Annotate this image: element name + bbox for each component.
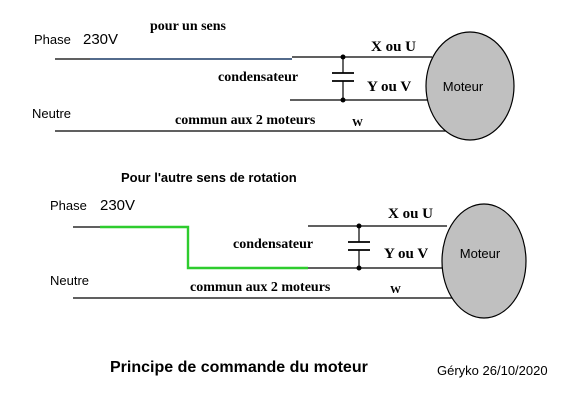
top-voltage-label: 230V bbox=[83, 31, 118, 48]
bottom-junction-dot-upper bbox=[356, 223, 362, 229]
bottom-junction-dot-lower bbox=[356, 265, 362, 271]
bottom-phase-wire-active bbox=[100, 225, 308, 270]
top-winding-x-label: X ou U bbox=[371, 39, 416, 55]
top-junction-dot-upper bbox=[340, 54, 346, 60]
bottom-winding-y-label: Y ou V bbox=[384, 246, 428, 262]
top-capacitor-label: condensateur bbox=[218, 70, 298, 85]
top-common-terminal-label: W bbox=[352, 117, 363, 129]
top-winding-y-label: Y ou V bbox=[367, 79, 411, 95]
top-neutral-label: Neutre bbox=[32, 106, 71, 121]
bottom-voltage-label: 230V bbox=[100, 197, 135, 214]
top-circuit: pour un sens Phase 230V Neutre X ou U Y … bbox=[32, 19, 515, 141]
footer-title: Principe de commande du moteur bbox=[110, 359, 368, 376]
bottom-capacitor-label: condensateur bbox=[233, 237, 313, 252]
bottom-neutral-label: Neutre bbox=[50, 273, 89, 288]
bottom-motor-label: Moteur bbox=[460, 246, 501, 261]
top-motor-label: Moteur bbox=[443, 79, 484, 94]
footer-signature: Géryko 26/10/2020 bbox=[437, 363, 548, 378]
top-junction-dot-lower bbox=[340, 97, 346, 103]
bottom-common-terminal-label: W bbox=[390, 284, 401, 296]
top-motor bbox=[425, 31, 515, 141]
bottom-winding-x-label: X ou U bbox=[388, 206, 433, 222]
middle-caption: Pour l'autre sens de rotation bbox=[121, 170, 297, 185]
bottom-circuit: Phase 230V Neutre X ou U Y ou V condensa… bbox=[50, 197, 527, 319]
bottom-phase-label: Phase bbox=[50, 198, 87, 213]
top-phase-label: Phase bbox=[34, 32, 71, 47]
bottom-motor bbox=[441, 203, 527, 319]
top-common-label: commun aux 2 moteurs bbox=[175, 113, 316, 128]
bottom-common-label: commun aux 2 moteurs bbox=[190, 280, 331, 295]
top-caption: pour un sens bbox=[150, 19, 227, 34]
